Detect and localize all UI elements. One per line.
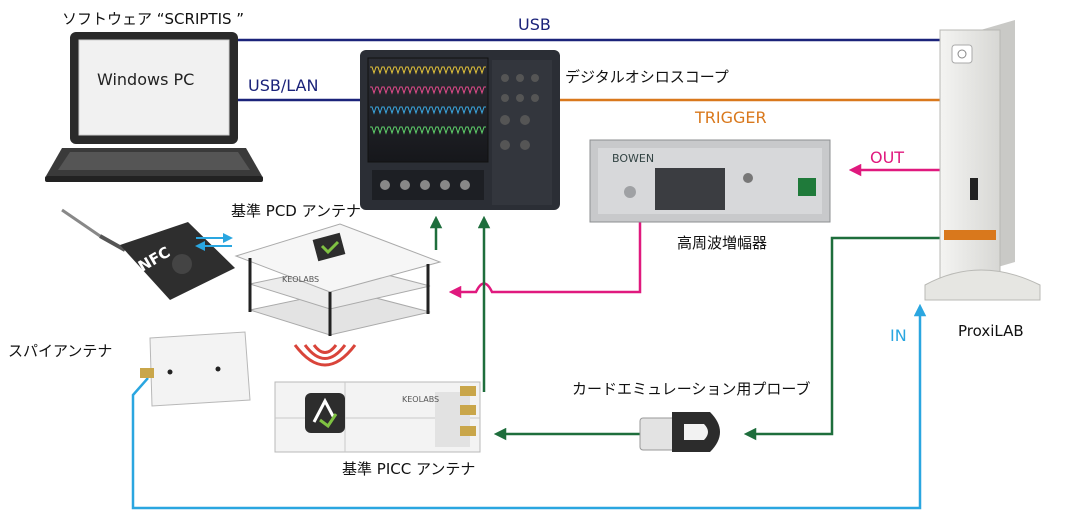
card-emulation-probe: [639, 412, 720, 452]
rf-amplifier: BOWEN: [589, 139, 831, 223]
bowen-logo: BOWEN: [612, 152, 654, 165]
scope-trace: [370, 66, 486, 75]
keolabs-picc-text: KEOLABS: [402, 395, 439, 404]
pc-screen-label: Windows PC: [97, 70, 195, 89]
usb-lan-label: USB/LAN: [248, 76, 319, 95]
amplifier-label: 高周波増幅器: [677, 234, 768, 252]
scope-trace: [370, 126, 486, 135]
pcd-antenna-label: 基準 PCD アンテナ: [231, 202, 362, 220]
rf-field-waves: [293, 344, 357, 367]
proxilab-device: [924, 20, 1041, 301]
picc-antenna-label: 基準 PICC アンテナ: [342, 460, 476, 478]
nfc-reader: NFC: [61, 208, 235, 300]
in-label: IN: [890, 326, 907, 345]
oscilloscope: [360, 50, 560, 210]
sync-arrows-icon: [195, 233, 233, 251]
oscilloscope-label: デジタルオシロスコープ: [565, 68, 729, 86]
software-label: ソフトウェア “SCRIPTIS ”: [62, 10, 245, 28]
scope-trace: [370, 106, 486, 115]
usb-label: USB: [518, 15, 551, 34]
spy-antenna-label: スパイアンテナ: [8, 342, 113, 360]
out-label: OUT: [870, 148, 905, 167]
card-probe-label: カードエミュレーション用プローブ: [572, 380, 811, 398]
proxilab-label: ProxiLAB: [958, 322, 1024, 340]
keolabs-pcd-text: KEOLABS: [282, 275, 319, 284]
spy-antenna-cable: [131, 303, 927, 510]
scope-trace: [370, 86, 486, 95]
picc-antenna: KEOLABS: [274, 381, 481, 453]
probe-cable: [743, 236, 940, 441]
spy-antenna: [140, 331, 251, 407]
pcd-antenna: KEOLABS: [234, 223, 442, 336]
laptop: [45, 32, 263, 182]
trigger-label: TRIGGER: [695, 108, 767, 127]
